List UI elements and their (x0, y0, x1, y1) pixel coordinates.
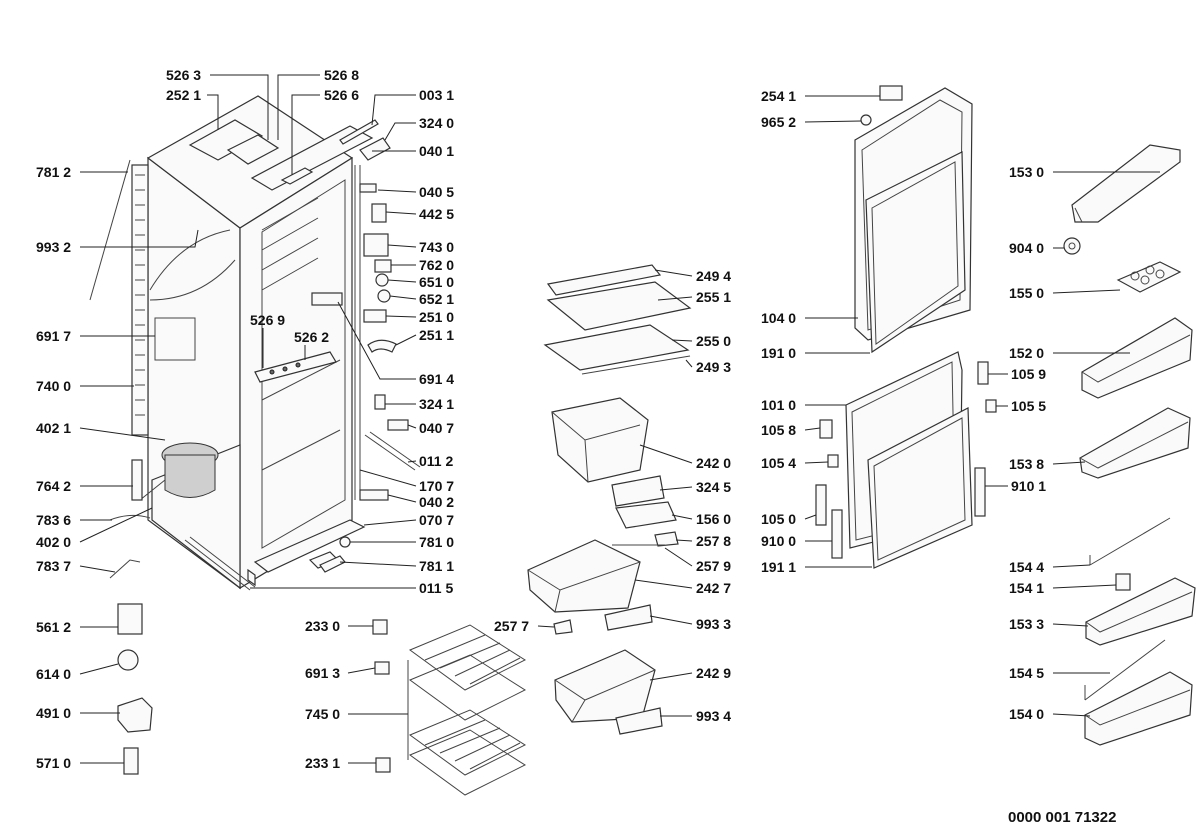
label-242-7: 242 7 (696, 580, 731, 596)
label-561-2: 561 2 (36, 619, 71, 635)
label-154-4: 154 4 (1009, 559, 1044, 575)
label-965-2: 965 2 (761, 114, 796, 130)
label-526-8: 526 8 (324, 67, 359, 83)
label-156-0: 156 0 (696, 511, 731, 527)
label-105-8: 105 8 (761, 422, 796, 438)
refrigerator-cabinet-drawing (89, 95, 421, 775)
label-257-7: 257 7 (494, 618, 529, 634)
label-154-1: 154 1 (1009, 580, 1044, 596)
label-249-4: 249 4 (696, 268, 731, 284)
label-153-8: 153 8 (1009, 456, 1044, 472)
label-402-0: 402 0 (36, 534, 71, 550)
label-255-0: 255 0 (696, 333, 731, 349)
shelves-and-drawers-drawing (372, 264, 692, 796)
label-783-7: 783 7 (36, 558, 71, 574)
label-040-7: 040 7 (419, 420, 454, 436)
label-154-5: 154 5 (1009, 665, 1044, 681)
label-526-2: 526 2 (294, 329, 329, 345)
label-740-0: 740 0 (36, 378, 71, 394)
label-526-3: 526 3 (166, 67, 201, 83)
label-651-0: 651 0 (419, 274, 454, 290)
label-242-9: 242 9 (696, 665, 731, 681)
doors-drawing (815, 85, 997, 569)
label-252-1: 252 1 (166, 87, 201, 103)
label-040-5: 040 5 (419, 184, 454, 200)
part-number-labels: 526 3 252 1 526 8 526 6 003 1 324 0 040 … (36, 67, 1116, 826)
label-154-0: 154 0 (1009, 706, 1044, 722)
label-993-3: 993 3 (696, 616, 731, 632)
leader-lines (79, 74, 1160, 764)
label-781-2: 781 2 (36, 164, 71, 180)
label-571-0: 571 0 (36, 755, 71, 771)
label-904-0: 904 0 (1009, 240, 1044, 256)
label-324-1: 324 1 (419, 396, 454, 412)
label-105-0: 105 0 (761, 511, 796, 527)
label-614-0: 614 0 (36, 666, 71, 682)
label-003-1: 003 1 (419, 87, 454, 103)
label-993-2: 993 2 (36, 239, 71, 255)
label-764-2: 764 2 (36, 478, 71, 494)
label-255-1: 255 1 (696, 289, 731, 305)
label-526-6: 526 6 (324, 87, 359, 103)
label-242-0: 242 0 (696, 455, 731, 471)
label-105-9: 105 9 (1011, 366, 1046, 382)
label-155-0: 155 0 (1009, 285, 1044, 301)
label-781-1: 781 1 (419, 558, 454, 574)
label-170-7: 170 7 (419, 478, 454, 494)
label-324-0: 324 0 (419, 115, 454, 131)
label-691-4: 691 4 (419, 371, 454, 387)
label-233-0: 233 0 (305, 618, 340, 634)
label-254-1: 254 1 (761, 88, 796, 104)
label-652-1: 652 1 (419, 291, 454, 307)
label-040-1: 040 1 (419, 143, 454, 159)
label-153-0: 153 0 (1009, 164, 1044, 180)
label-910-0: 910 0 (761, 533, 796, 549)
label-783-6: 783 6 (36, 512, 71, 528)
label-257-8: 257 8 (696, 533, 731, 549)
label-233-1: 233 1 (305, 755, 340, 771)
label-104-0: 104 0 (761, 310, 796, 326)
label-442-5: 442 5 (419, 206, 454, 222)
label-191-1: 191 1 (761, 559, 796, 575)
label-105-5: 105 5 (1011, 398, 1046, 414)
label-526-9: 526 9 (250, 312, 285, 328)
label-762-0: 762 0 (419, 257, 454, 273)
label-324-5: 324 5 (696, 479, 731, 495)
label-251-1: 251 1 (419, 327, 454, 343)
label-251-0: 251 0 (419, 309, 454, 325)
label-910-1: 910 1 (1011, 478, 1046, 494)
label-191-0: 191 0 (761, 345, 796, 361)
door-bins-drawing (1063, 144, 1196, 746)
label-691-3: 691 3 (305, 665, 340, 681)
label-745-0: 745 0 (305, 706, 340, 722)
label-105-4: 105 4 (761, 455, 796, 471)
label-011-5: 011 5 (419, 580, 453, 596)
document-number: 0000 001 71322 (1008, 809, 1116, 826)
label-070-7: 070 7 (419, 512, 454, 528)
label-153-3: 153 3 (1009, 616, 1044, 632)
label-993-4: 993 4 (696, 708, 731, 724)
label-402-1: 402 1 (36, 420, 71, 436)
label-249-3: 249 3 (696, 359, 731, 375)
label-257-9: 257 9 (696, 558, 731, 574)
label-491-0: 491 0 (36, 705, 71, 721)
label-011-2: 011 2 (419, 453, 453, 469)
label-101-0: 101 0 (761, 397, 796, 413)
label-743-0: 743 0 (419, 239, 454, 255)
label-691-7: 691 7 (36, 328, 71, 344)
label-152-0: 152 0 (1009, 345, 1044, 361)
label-040-2: 040 2 (419, 494, 454, 510)
label-781-0: 781 0 (419, 534, 454, 550)
